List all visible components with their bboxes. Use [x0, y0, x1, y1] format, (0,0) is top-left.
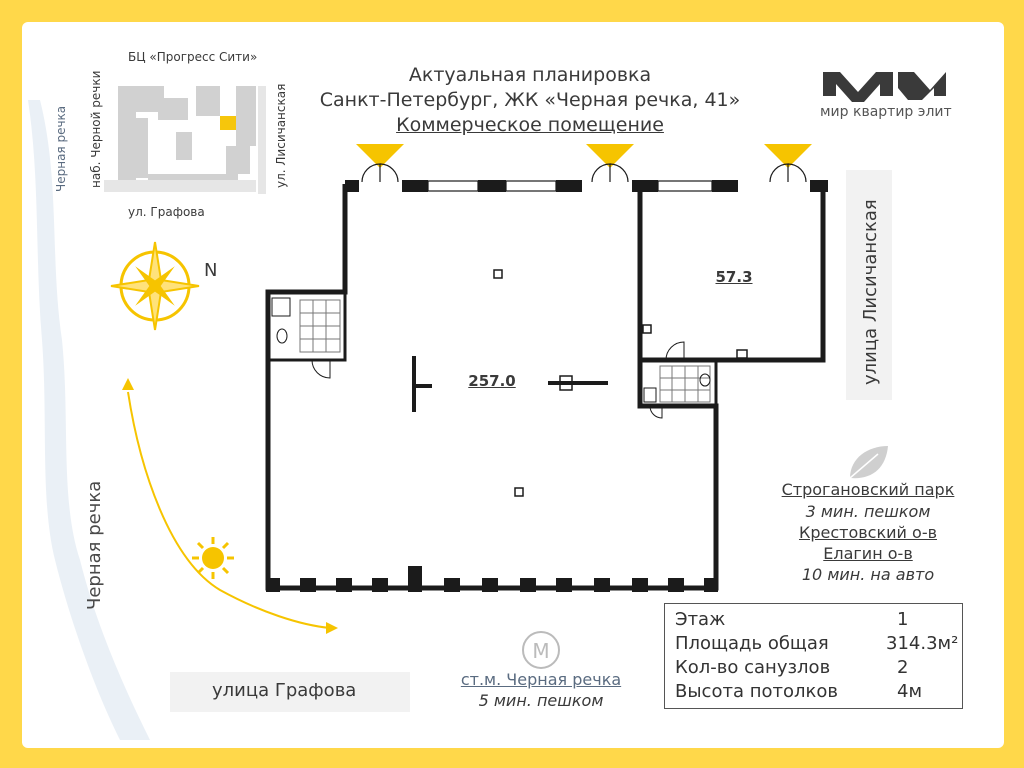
info-key: Высота потолков: [675, 681, 838, 702]
toilet-right: [643, 341, 711, 419]
minimap-river-label: Черная речка: [54, 105, 68, 192]
room-area-main: 257.0: [468, 372, 516, 390]
street-band-right: [846, 170, 892, 400]
header-title: Актуальная планировка: [408, 64, 652, 86]
metro-icon: [522, 631, 560, 669]
top-facade: [345, 180, 828, 192]
nearby-park: Строгановский парк: [781, 480, 955, 499]
plan-partitions: [412, 356, 608, 412]
info-key: Кол-во санузлов: [675, 657, 831, 678]
header-type: Коммерческое помещение: [396, 114, 664, 136]
sun-path-arrow-start: [122, 378, 134, 390]
entrance-marker-3: [764, 144, 812, 168]
plan-walls: [265, 184, 826, 591]
info-row-bathrooms: Кол-во санузлов 2: [675, 657, 954, 681]
street-bottom-label: улица Графова: [212, 680, 357, 701]
logo-mark: [823, 72, 946, 102]
street-band: [170, 672, 410, 712]
minimap-street-right: ул. Лисичанская: [274, 83, 288, 188]
metro-time: 5 мин. пешком: [478, 691, 604, 710]
top-doors: [361, 163, 807, 183]
metro-station: ст.м. Черная речка: [460, 670, 622, 689]
river-shape: [28, 100, 150, 740]
info-row-floor: Этаж 1: [675, 609, 954, 633]
info-value: 2: [897, 657, 909, 678]
info-table: Этаж 1 Площадь общая 314.3м² Кол-во сану…: [664, 603, 963, 709]
sun-path-arrow-end: [326, 622, 338, 634]
top-windows: [427, 180, 713, 192]
mini-map: [104, 86, 266, 194]
toilet-left: [271, 297, 341, 379]
info-value: 4м: [897, 681, 923, 702]
info-value: 1: [897, 609, 909, 630]
metro-symbol: M: [532, 639, 550, 663]
sun-path: [127, 391, 331, 629]
street-right-label: улица Лисичанская: [860, 199, 881, 385]
info-value: 314.3м²: [886, 633, 959, 654]
bottom-facade: [266, 566, 718, 592]
entrance-marker-1: [356, 144, 404, 168]
leaf-icon: [849, 446, 888, 479]
sun-icon: [192, 537, 234, 579]
nearby-island1: Крестовский о-в: [798, 523, 938, 542]
nearby-park-time: 3 мин. пешком: [805, 502, 931, 521]
nearby-island2: Елагин о-в: [823, 544, 913, 563]
minimap-building-label: БЦ «Прогресс Сити»: [128, 50, 258, 64]
header-address: Санкт-Петербург, ЖК «Черная речка, 41»: [319, 89, 741, 111]
logo-caption: мир квартир элит: [820, 104, 952, 120]
info-row-area: Площадь общая 314.3м²: [675, 633, 958, 657]
north-label: N: [204, 260, 218, 281]
info-key: Этаж: [675, 609, 726, 630]
info-key: Площадь общая: [675, 633, 829, 654]
minimap-street-bottom: ул. Графова: [128, 205, 205, 219]
river-left-label: Черная речка: [84, 480, 105, 610]
entrance-marker-2: [586, 144, 634, 168]
nearby-islands-time: 10 мин. на авто: [801, 565, 935, 584]
minimap-street-left: наб. Черной речки: [89, 70, 103, 188]
room-area-side: 57.3: [715, 268, 753, 286]
compass-rose: [110, 241, 200, 331]
info-row-ceiling: Высота потолков 4м: [675, 681, 954, 705]
